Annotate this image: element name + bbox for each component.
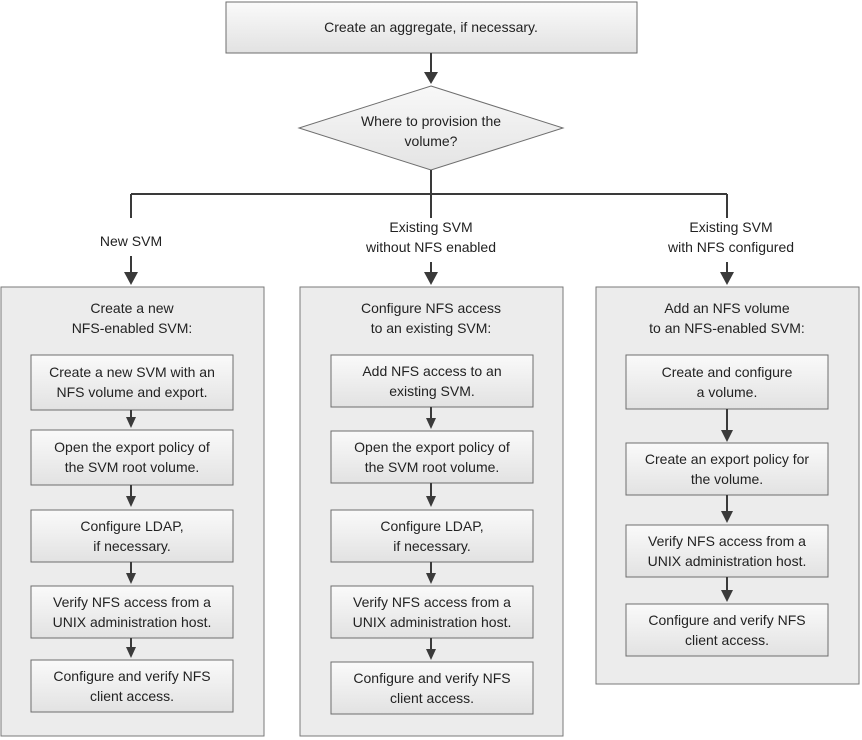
step-text-line-1: Configure and verify NFS bbox=[353, 670, 510, 686]
arrow-head bbox=[126, 573, 136, 584]
step-box: Configure and verify NFS client access. bbox=[30, 659, 234, 713]
panel-title-line-1: Configure NFS access bbox=[361, 300, 501, 316]
decision-diamond: Where to provision the volume? bbox=[297, 85, 565, 171]
branch-label-existing-nfs-1: Existing SVM bbox=[689, 219, 772, 235]
arrow-head bbox=[721, 430, 733, 442]
arrow-head bbox=[426, 573, 436, 584]
arrow-head bbox=[721, 511, 733, 523]
step-box: Open the export policy of the SVM root v… bbox=[330, 430, 534, 484]
decision-text-line-2: volume? bbox=[405, 133, 458, 149]
step-text-line-2: the SVM root volume. bbox=[365, 459, 500, 475]
step-text-line-1: Open the export policy of bbox=[54, 439, 210, 455]
step-text-line-2: UNIX administration host. bbox=[648, 553, 807, 569]
arrow-head bbox=[424, 72, 438, 84]
step-text-line-2: client access. bbox=[90, 688, 174, 704]
branch-label-new-svm: New SVM bbox=[100, 233, 162, 249]
step-text-line-1: Configure LDAP, bbox=[380, 518, 483, 534]
step-box: Verify NFS access from a UNIX administra… bbox=[30, 585, 234, 639]
step-text-line-1: Configure and verify NFS bbox=[53, 668, 210, 684]
step-text-line-2: the volume. bbox=[691, 471, 763, 487]
step-text-line-1: Configure and verify NFS bbox=[648, 612, 805, 628]
top-step-box: Create an aggregate, if necessary. bbox=[225, 1, 638, 54]
step-text-line-1: Configure LDAP, bbox=[80, 518, 183, 534]
panel-new-svm: Create a new NFS-enabled SVM: Create a n… bbox=[0, 286, 265, 737]
step-text-line-1: Create and configure bbox=[662, 364, 793, 380]
step-text-line-2: client access. bbox=[685, 632, 769, 648]
arrow-head bbox=[426, 418, 436, 429]
step-text-line-1: Verify NFS access from a bbox=[53, 594, 211, 610]
step-box: Create a new SVM with an NFS volume and … bbox=[30, 354, 234, 411]
step-text-line-2: a volume. bbox=[697, 384, 758, 400]
step-text-line-2: client access. bbox=[390, 690, 474, 706]
step-text-line-2: the SVM root volume. bbox=[65, 459, 200, 475]
arrow-head bbox=[126, 417, 136, 428]
step-box: Verify NFS access from a UNIX administra… bbox=[330, 585, 534, 639]
step-text-line-1: Verify NFS access from a bbox=[648, 533, 806, 549]
panel-existing-svm-without-nfs: Configure NFS access to an existing SVM:… bbox=[299, 286, 564, 737]
arrow-head bbox=[424, 272, 438, 285]
arrow-head bbox=[126, 496, 136, 507]
step-box: Configure and verify NFS client access. bbox=[625, 603, 829, 657]
top-step-text: Create an aggregate, if necessary. bbox=[324, 19, 538, 35]
step-text-line-2: UNIX administration host. bbox=[53, 614, 212, 630]
step-box: Add NFS access to an existing SVM. bbox=[330, 354, 534, 408]
arrow-head bbox=[426, 649, 436, 660]
panel-title-line-2: NFS-enabled SVM: bbox=[72, 320, 193, 336]
panel-title-line-1: Add an NFS volume bbox=[664, 300, 789, 316]
step-box: Verify NFS access from a UNIX administra… bbox=[625, 524, 829, 578]
arrow-head bbox=[426, 496, 436, 507]
branch-label-existing-no-nfs-1: Existing SVM bbox=[389, 219, 472, 235]
step-box: Create and configure a volume. bbox=[625, 354, 829, 410]
panel-existing-svm-with-nfs: Add an NFS volume to an NFS-enabled SVM:… bbox=[595, 286, 860, 685]
step-text-line-2: if necessary. bbox=[393, 538, 471, 554]
panel-title-line-2: to an NFS-enabled SVM: bbox=[649, 320, 805, 336]
panel-title-line-1: Create a new bbox=[90, 300, 174, 316]
step-text-line-2: if necessary. bbox=[93, 538, 171, 554]
decision-text-line-1: Where to provision the bbox=[361, 113, 501, 129]
step-text-line-1: Create an export policy for bbox=[645, 451, 810, 467]
step-box: Create an export policy for the volume. bbox=[625, 442, 829, 496]
step-box: Open the export policy of the SVM root v… bbox=[30, 429, 234, 486]
step-text-line-1: Verify NFS access from a bbox=[353, 594, 511, 610]
arrow-head bbox=[720, 272, 734, 285]
step-text-line-2: NFS volume and export. bbox=[57, 384, 208, 400]
arrow-head bbox=[126, 647, 136, 658]
branch-label-existing-nfs-2: with NFS configured bbox=[667, 239, 794, 255]
arrow-head bbox=[124, 272, 138, 285]
panel-title-line-2: to an existing SVM: bbox=[371, 320, 492, 336]
step-text-line-1: Create a new SVM with an bbox=[49, 364, 215, 380]
step-text-line-1: Open the export policy of bbox=[354, 439, 510, 455]
step-box: Configure LDAP, if necessary. bbox=[30, 509, 234, 563]
step-box: Configure LDAP, if necessary. bbox=[330, 509, 534, 563]
step-text-line-2: existing SVM. bbox=[389, 383, 475, 399]
arrow-head bbox=[721, 590, 733, 602]
step-box: Configure and verify NFS client access. bbox=[330, 661, 534, 715]
step-text-line-1: Add NFS access to an bbox=[362, 363, 501, 379]
step-text-line-2: UNIX administration host. bbox=[353, 614, 512, 630]
branch-label-existing-no-nfs-2: without NFS enabled bbox=[365, 239, 496, 255]
